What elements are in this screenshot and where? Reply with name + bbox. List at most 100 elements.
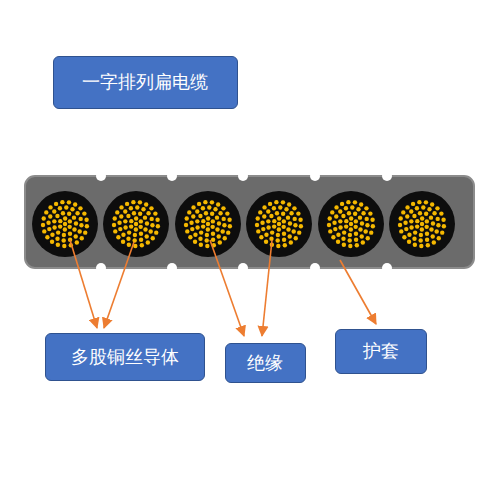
copper-strand: [261, 227, 265, 231]
copper-strand: [41, 223, 45, 227]
copper-strand: [272, 206, 276, 210]
copper-strand: [138, 225, 142, 229]
copper-strand: [134, 222, 138, 226]
label-text: 绝缘: [247, 352, 283, 374]
copper-strand: [78, 217, 82, 221]
copper-strand: [140, 243, 144, 247]
copper-strand: [210, 225, 214, 229]
copper-strand: [115, 210, 119, 214]
copper-strand: [68, 232, 72, 236]
copper-strand: [42, 229, 46, 233]
insulation: [389, 191, 455, 257]
copper-strand: [296, 211, 300, 215]
copper-strand: [269, 214, 273, 218]
copper-strand: [63, 227, 67, 231]
copper-strand: [44, 210, 48, 214]
copper-strand: [277, 227, 281, 231]
copper-strand: [123, 219, 127, 223]
copper-strand: [62, 233, 66, 237]
copper-strand: [205, 233, 209, 237]
copper-strand: [430, 202, 434, 206]
copper-strand: [149, 217, 153, 221]
copper-strand: [364, 206, 368, 210]
label-text: 多股铜丝导体: [71, 346, 179, 368]
copper-strand: [203, 200, 207, 204]
copper-strand: [133, 233, 137, 237]
copper-strand: [211, 237, 215, 241]
copper-strand: [62, 244, 66, 248]
copper-strand: [338, 225, 342, 229]
copper-strand: [119, 205, 123, 209]
copper-strand: [67, 212, 71, 216]
copper-strand: [74, 234, 78, 238]
copper-strand: [333, 227, 337, 231]
copper-strand: [64, 205, 68, 209]
copper-strand: [216, 202, 220, 206]
copper-strand: [359, 202, 363, 206]
copper-strand: [61, 211, 65, 215]
copper-strand: [52, 209, 56, 213]
copper-strand: [211, 232, 215, 236]
copper-strand: [272, 219, 276, 223]
copper-strand: [213, 207, 217, 211]
copper-strand: [360, 234, 364, 238]
copper-strand: [206, 222, 210, 226]
copper-strand: [413, 230, 417, 234]
insulation: [318, 191, 384, 257]
leader-arrow: [262, 240, 272, 336]
copper-strand: [425, 237, 429, 241]
copper-strand: [344, 206, 348, 210]
copper-strand: [223, 236, 227, 240]
copper-strand: [50, 240, 54, 244]
copper-strand: [349, 222, 353, 226]
copper-strand: [139, 219, 143, 223]
copper-strand: [432, 211, 436, 215]
copper-strand: [437, 236, 441, 240]
copper-strand: [363, 229, 367, 233]
copper-strand: [195, 225, 199, 229]
copper-strand: [281, 225, 285, 229]
insulation: [32, 191, 98, 257]
copper-strand: [83, 230, 87, 234]
copper-strand: [412, 236, 416, 240]
copper-strand: [358, 227, 362, 231]
copper-strand: [68, 219, 72, 223]
copper-strand: [191, 205, 195, 209]
copper-strand: [72, 227, 76, 231]
copper-strand: [417, 200, 421, 204]
copper-strand: [198, 214, 202, 218]
copper-strand: [127, 230, 131, 234]
copper-strand: [226, 230, 230, 234]
copper-strand: [129, 219, 133, 223]
copper-strand: [292, 217, 296, 221]
copper-strand: [274, 200, 278, 204]
copper-strand: [424, 225, 428, 229]
insulated-core: [389, 191, 455, 257]
insulated-core: [318, 191, 384, 257]
copper-strand: [217, 221, 221, 225]
copper-strand: [338, 219, 342, 223]
copper-strand: [191, 214, 195, 218]
copper-strand: [266, 225, 270, 229]
copper-strand: [411, 202, 415, 206]
copper-strand: [77, 229, 81, 233]
copper-strand: [225, 211, 229, 215]
copper-strand: [67, 200, 71, 204]
copper-strand: [139, 237, 143, 241]
copper-strand: [116, 235, 120, 239]
copper-strand: [55, 214, 59, 218]
copper-strand: [72, 215, 76, 219]
copper-strand: [286, 227, 290, 231]
insulation: [175, 191, 241, 257]
copper-strand: [60, 200, 64, 204]
copper-strand: [431, 234, 435, 238]
copper-strand: [63, 216, 67, 220]
copper-strand: [201, 219, 205, 223]
copper-strand: [355, 243, 359, 247]
copper-strand: [78, 206, 82, 210]
copper-strand: [347, 211, 351, 215]
copper-strand: [197, 202, 201, 206]
copper-strand: [121, 233, 125, 237]
copper-strand: [79, 223, 83, 227]
